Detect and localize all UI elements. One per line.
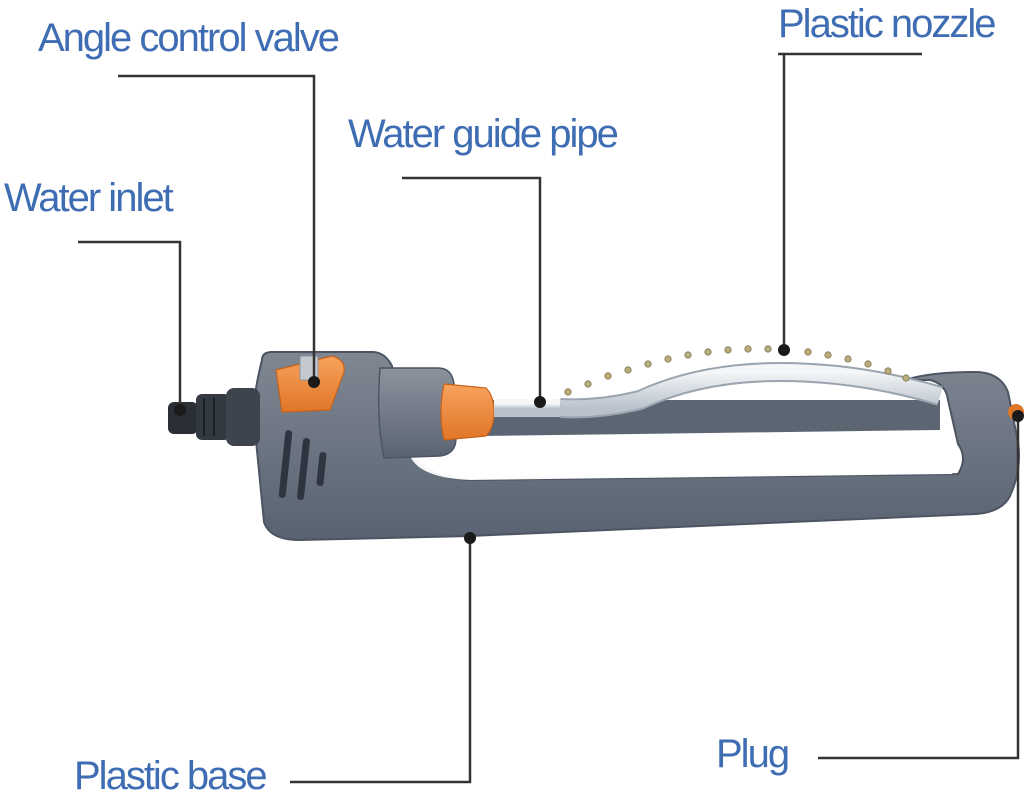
- label-water-guide-pipe: Water guide pipe: [348, 112, 619, 156]
- frame-opening: [410, 436, 956, 480]
- label-water-inlet: Water inlet: [4, 176, 174, 220]
- plastic-base-shape: [252, 351, 1020, 542]
- pipe-body: [559, 363, 943, 417]
- vent-slots: [278, 430, 327, 500]
- nozzle-dots: [564, 345, 910, 396]
- orange-connector: [440, 383, 495, 441]
- label-angle-control-valve: Angle control valve: [38, 16, 340, 60]
- label-plastic-base: Plastic base: [74, 754, 268, 798]
- water-inlet-shape: [168, 388, 260, 446]
- label-plug: Plug: [716, 732, 790, 776]
- anchor-dots: [174, 344, 1024, 544]
- leader-lines: [78, 52, 1020, 784]
- label-plastic-nozzle: Plastic nozzle: [778, 2, 997, 46]
- hub-cylinder: [377, 367, 457, 459]
